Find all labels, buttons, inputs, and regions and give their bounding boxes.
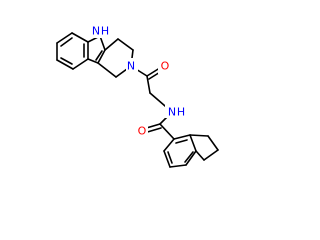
bond <box>95 50 103 61</box>
bond <box>97 49 106 64</box>
bond <box>60 57 73 65</box>
bond <box>97 62 117 78</box>
bond <box>173 134 191 140</box>
molecule-diagram: N H N O N H O <box>56 24 219 168</box>
nh-indole-h-label: H <box>101 25 109 38</box>
nh-amide-n-label: N <box>168 106 176 119</box>
atom-labels: N H N O N H O <box>90 24 185 138</box>
bond <box>207 135 219 151</box>
bond <box>159 123 175 140</box>
bond <box>60 37 73 47</box>
bond <box>146 75 151 94</box>
bond <box>117 38 134 51</box>
n-amide-ring-label: N <box>127 60 135 73</box>
bond <box>175 139 188 144</box>
bond <box>72 58 89 70</box>
bond <box>167 151 173 164</box>
bond <box>184 151 194 163</box>
bond <box>56 32 73 44</box>
bond <box>104 38 119 51</box>
label-mask <box>165 104 185 118</box>
bond <box>169 164 187 168</box>
nh-indole-n-label: N <box>92 25 100 38</box>
bond <box>195 150 205 161</box>
label-mask <box>126 58 138 72</box>
bond <box>99 35 106 51</box>
bond <box>185 150 197 166</box>
label-mask <box>136 124 148 138</box>
o-ketone-label: O <box>161 60 170 73</box>
bond <box>163 150 171 168</box>
label-mask <box>158 60 170 74</box>
o-amide-label: O <box>138 125 147 138</box>
bond <box>163 138 175 152</box>
bond <box>71 32 89 43</box>
bond <box>189 134 197 152</box>
bonds <box>56 32 219 168</box>
bond <box>87 58 99 64</box>
bond <box>189 134 209 137</box>
label-mask <box>90 24 108 38</box>
nh-amide-h-label: H <box>177 106 185 119</box>
bond <box>203 149 219 161</box>
bond <box>56 59 74 70</box>
